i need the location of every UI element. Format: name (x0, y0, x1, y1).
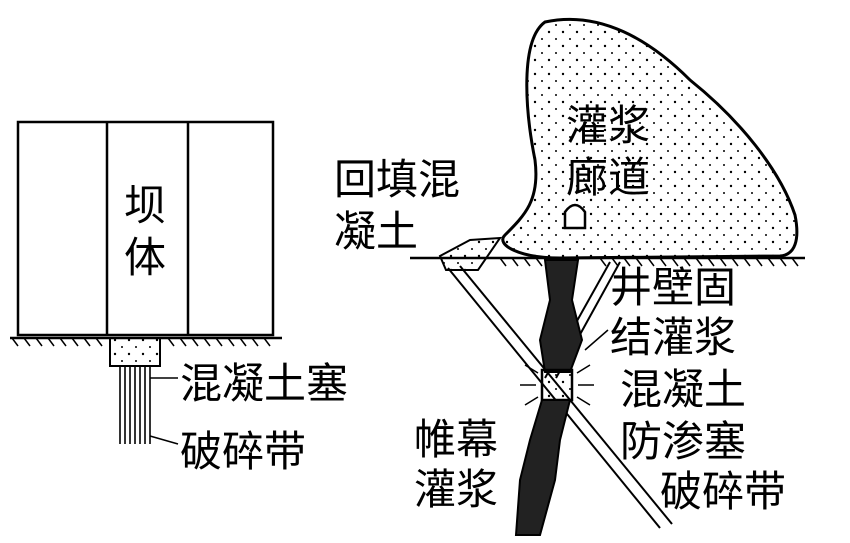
fracture-zone-label-left: 破碎带 (180, 427, 306, 476)
dam-body-label-1: 坝 (124, 181, 166, 230)
gallery-label-1: 灌浆 (566, 101, 650, 150)
backfill-label-2: 凝土 (334, 207, 418, 256)
concrete-plug-label: 混凝土塞 (180, 359, 348, 408)
curtain-grouting (514, 399, 572, 536)
leader-lines (410, 257, 609, 351)
shaft-grouting-label-1: 井壁固 (610, 263, 736, 312)
fracture-zone-left (119, 366, 179, 445)
curtain-label-2: 灌浆 (414, 465, 498, 514)
concrete-plug-left (109, 337, 161, 367)
curtain-label-1: 帷幕 (414, 415, 498, 464)
backfill-concrete (438, 236, 502, 271)
shaft-wall-grouting (538, 259, 584, 373)
dam-body-label-2: 体 (124, 233, 166, 282)
antiseepage-label-1: 混凝土 (620, 365, 746, 414)
antiseepage-plug (540, 368, 574, 402)
plug-rays (520, 364, 594, 406)
gallery-opening (563, 203, 587, 230)
fracture-zone-label-right: 破碎带 (660, 467, 786, 516)
shaft-grouting-label-2: 结灌浆 (610, 313, 736, 362)
dam-body (16, 120, 275, 337)
gallery-label-2: 廊道 (566, 153, 650, 202)
antiseepage-label-2: 防渗塞 (620, 417, 746, 466)
backfill-label-1: 回填混 (334, 155, 460, 204)
grouting-gallery (501, 17, 799, 260)
